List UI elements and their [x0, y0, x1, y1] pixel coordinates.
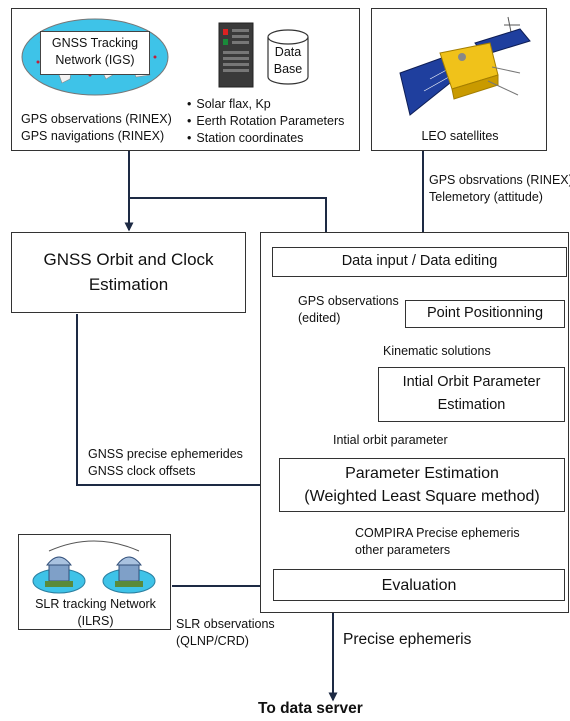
leo-obs-label-line1: GPS obsrvations (RINEX)	[429, 173, 570, 187]
gps-observations-label: GPS observations (RINEX)	[21, 112, 172, 126]
arrow-gnss-to-param	[76, 314, 280, 490]
map-label-box	[40, 31, 150, 75]
kinematic-label: Kinematic solutions	[383, 344, 491, 358]
parameter-estimation-box	[279, 458, 565, 512]
param-earth-rotation: Eerth Rotation Parameters	[187, 114, 344, 129]
initial-orbit-line1: Intial Orbit Parameter	[402, 374, 541, 390]
gnss-orbit-clock-box	[11, 232, 246, 313]
map-label-line1: GNSS Tracking	[51, 36, 139, 50]
point-positioning-label: Point Positionning	[426, 305, 544, 321]
compira-label-line2: other parameters	[355, 543, 451, 557]
slr-stations-icon	[32, 540, 156, 594]
slr-network-box: SLR tracking Network (ILRS)	[18, 534, 171, 630]
map-label-line2: Network (IGS)	[55, 53, 135, 67]
data-input-label: Data input / Data editing	[341, 253, 498, 269]
slr-obs-label-line1: SLR observations	[176, 617, 275, 631]
evaluation-box	[273, 569, 565, 601]
precise-ephemeris-label: Precise ephemeris	[343, 631, 472, 648]
initial-orbit-line2: Estimation	[437, 397, 506, 413]
server-rack-icon	[218, 22, 254, 88]
data-input-box	[272, 247, 567, 277]
compira-label-line1: COMPIRA Precise ephemeris	[355, 526, 520, 540]
processing-container	[260, 232, 569, 613]
data-server-label: To data server	[258, 700, 363, 717]
leo-obs-label-line2: Telemetory (attitude)	[429, 190, 543, 204]
gnss-orbit-title-line2: Estimation	[88, 275, 169, 294]
gnss-orbit-title-line1: GNSS Orbit and Clock	[43, 250, 214, 269]
gnss-clock-offsets-label: GNSS clock offsets	[88, 464, 196, 478]
param-solar-flux: Solar flax, Kp	[187, 97, 270, 112]
database-line2: Base	[273, 62, 303, 76]
satellite-icon	[399, 16, 531, 116]
slr-network-line1: SLR tracking Network	[35, 597, 156, 611]
initial-orbit-param-label: Intial orbit parameter	[333, 433, 448, 447]
parameter-estimation-line2: (Weighted Least Square method)	[304, 488, 540, 505]
leo-satellites-box: LEO satellites	[371, 8, 547, 151]
arrow-to-data-input	[129, 197, 331, 248]
database-line1: Data	[274, 45, 302, 59]
gnss-ephemerides-label: GNSS precise ephemerides	[88, 447, 243, 461]
igs-source-box: GNSS Tracking Network (IGS) Data Base GP…	[11, 8, 360, 151]
slr-network-line2: (ILRS)	[77, 614, 114, 628]
leo-satellites-label: LEO satellites	[421, 129, 499, 143]
initial-orbit-box	[378, 367, 565, 422]
edited-obs-label-line1: GPS observations	[298, 294, 399, 308]
gps-navigations-label: GPS navigations (RINEX)	[21, 129, 165, 143]
edited-obs-label-line2: (edited)	[298, 311, 341, 325]
param-station-coordinates: Station coordinates	[187, 131, 303, 146]
slr-obs-label-line2: (QLNP/CRD)	[176, 634, 249, 648]
point-positioning-box	[405, 300, 565, 328]
evaluation-label: Evaluation	[381, 577, 457, 594]
database-icon	[267, 29, 309, 85]
parameter-estimation-line1: Parameter Estimation	[345, 465, 499, 482]
